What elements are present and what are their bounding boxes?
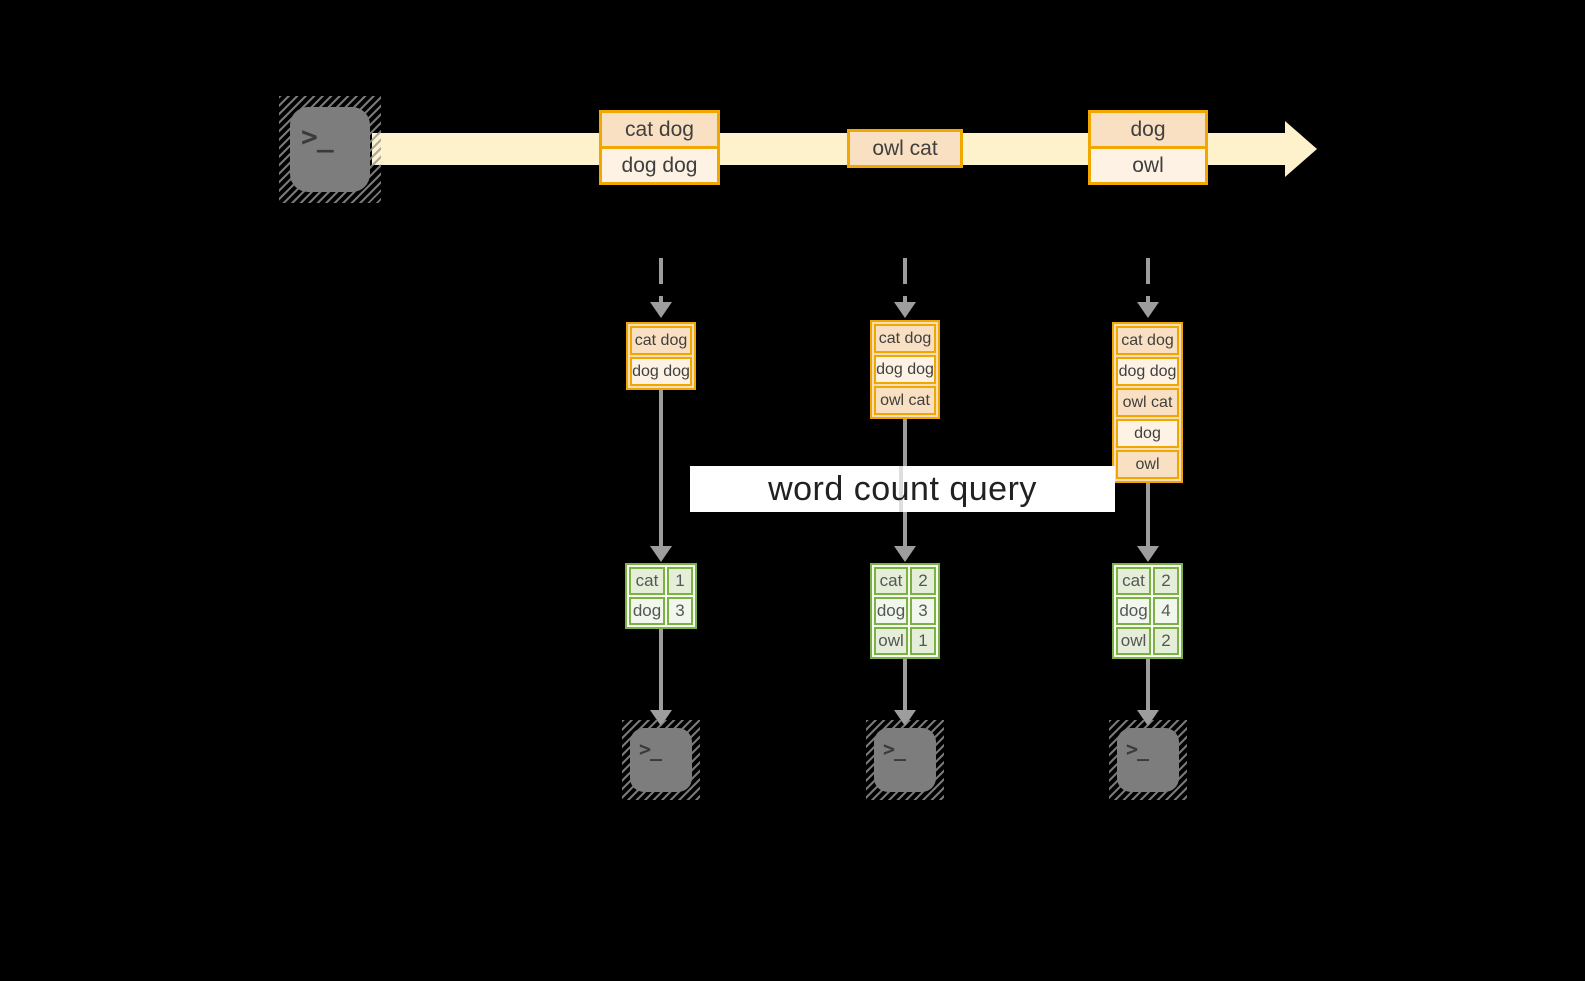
word-cell: dog (1116, 597, 1151, 625)
buffer-cell: owl cat (1116, 388, 1179, 417)
message-box-3: dog owl (1088, 110, 1208, 185)
query-crossing-line (899, 466, 903, 512)
value-cell: 3 (910, 597, 936, 625)
ingest-arrow-head (650, 302, 672, 318)
buffer-cell: cat dog (630, 326, 692, 355)
value-cell: 2 (1153, 627, 1179, 655)
count-row: owl 2 (1116, 627, 1179, 655)
count-table-2: cat 2 dog 3 owl 1 (870, 563, 940, 659)
output-connector-line (1146, 659, 1150, 710)
message-line: dog (1091, 113, 1205, 146)
count-table-3: cat 2 dog 4 owl 2 (1112, 563, 1183, 659)
buffer-stack-3: cat dog dog dog owl cat dog owl (1112, 322, 1183, 483)
output-connector-line (903, 659, 907, 710)
word-cell: dog (874, 597, 908, 625)
query-label: word count query (768, 469, 1037, 508)
terminal-square (1117, 728, 1179, 792)
count-row: dog 3 (629, 597, 693, 625)
query-connector-line (1146, 483, 1150, 546)
word-cell: cat (1116, 567, 1151, 595)
ingest-arrow-line (903, 258, 907, 302)
ingest-arrow-line (659, 258, 663, 302)
stream-arrow-head (1285, 121, 1317, 177)
output-connector-line (659, 629, 663, 710)
count-row: cat 2 (1116, 567, 1179, 595)
count-row: dog 4 (1116, 597, 1179, 625)
count-row: cat 1 (629, 567, 693, 595)
buffer-stack-2: cat dog dog dog owl cat (870, 320, 940, 419)
terminal-square (630, 728, 692, 792)
buffer-cell: dog dog (874, 355, 936, 384)
word-cell: cat (874, 567, 908, 595)
buffer-cell: dog dog (630, 357, 692, 386)
message-line: owl (1091, 146, 1205, 182)
query-connector-line (659, 390, 663, 546)
count-row: cat 2 (874, 567, 936, 595)
buffer-stack-1: cat dog dog dog (626, 322, 696, 390)
word-cell: cat (629, 567, 665, 595)
terminal-prompt-icon: >_ (639, 737, 662, 761)
value-cell: 2 (910, 567, 936, 595)
message-line: owl cat (850, 132, 960, 165)
value-cell: 1 (910, 627, 936, 655)
value-cell: 2 (1153, 567, 1179, 595)
message-line: cat dog (602, 113, 717, 146)
terminal-prompt-icon: >_ (1126, 737, 1149, 761)
buffer-cell: owl cat (874, 386, 936, 415)
terminal-square (290, 107, 370, 192)
buffer-cell: owl (1116, 450, 1179, 479)
buffer-cell: dog dog (1116, 357, 1179, 386)
query-connector-head (894, 546, 916, 562)
message-box-1: cat dog dog dog (599, 110, 720, 185)
message-box-2: owl cat (847, 129, 963, 168)
terminal-prompt-icon: >_ (301, 120, 334, 153)
word-cell: dog (629, 597, 665, 625)
query-label-box: word count query (690, 466, 1115, 512)
consumer-terminal-icon-1: >_ (622, 720, 700, 800)
consumer-terminal-icon-2: >_ (866, 720, 944, 800)
ingest-arrow-line (1146, 258, 1150, 302)
value-cell: 1 (667, 567, 693, 595)
value-cell: 3 (667, 597, 693, 625)
word-cell: owl (1116, 627, 1151, 655)
count-row: owl 1 (874, 627, 936, 655)
value-cell: 4 (1153, 597, 1179, 625)
word-cell: owl (874, 627, 908, 655)
count-table-1: cat 1 dog 3 (625, 563, 697, 629)
message-line: dog dog (602, 146, 717, 182)
consumer-terminal-icon-3: >_ (1109, 720, 1187, 800)
producer-terminal-icon: >_ (279, 96, 381, 203)
query-connector-head (650, 546, 672, 562)
terminal-square (874, 728, 936, 792)
buffer-cell: dog (1116, 419, 1179, 448)
ingest-arrow-head (1137, 302, 1159, 318)
count-row: dog 3 (874, 597, 936, 625)
terminal-prompt-icon: >_ (883, 737, 906, 761)
ingest-arrow-head (894, 302, 916, 318)
query-connector-head (1137, 546, 1159, 562)
buffer-cell: cat dog (1116, 326, 1179, 355)
buffer-cell: cat dog (874, 324, 936, 353)
